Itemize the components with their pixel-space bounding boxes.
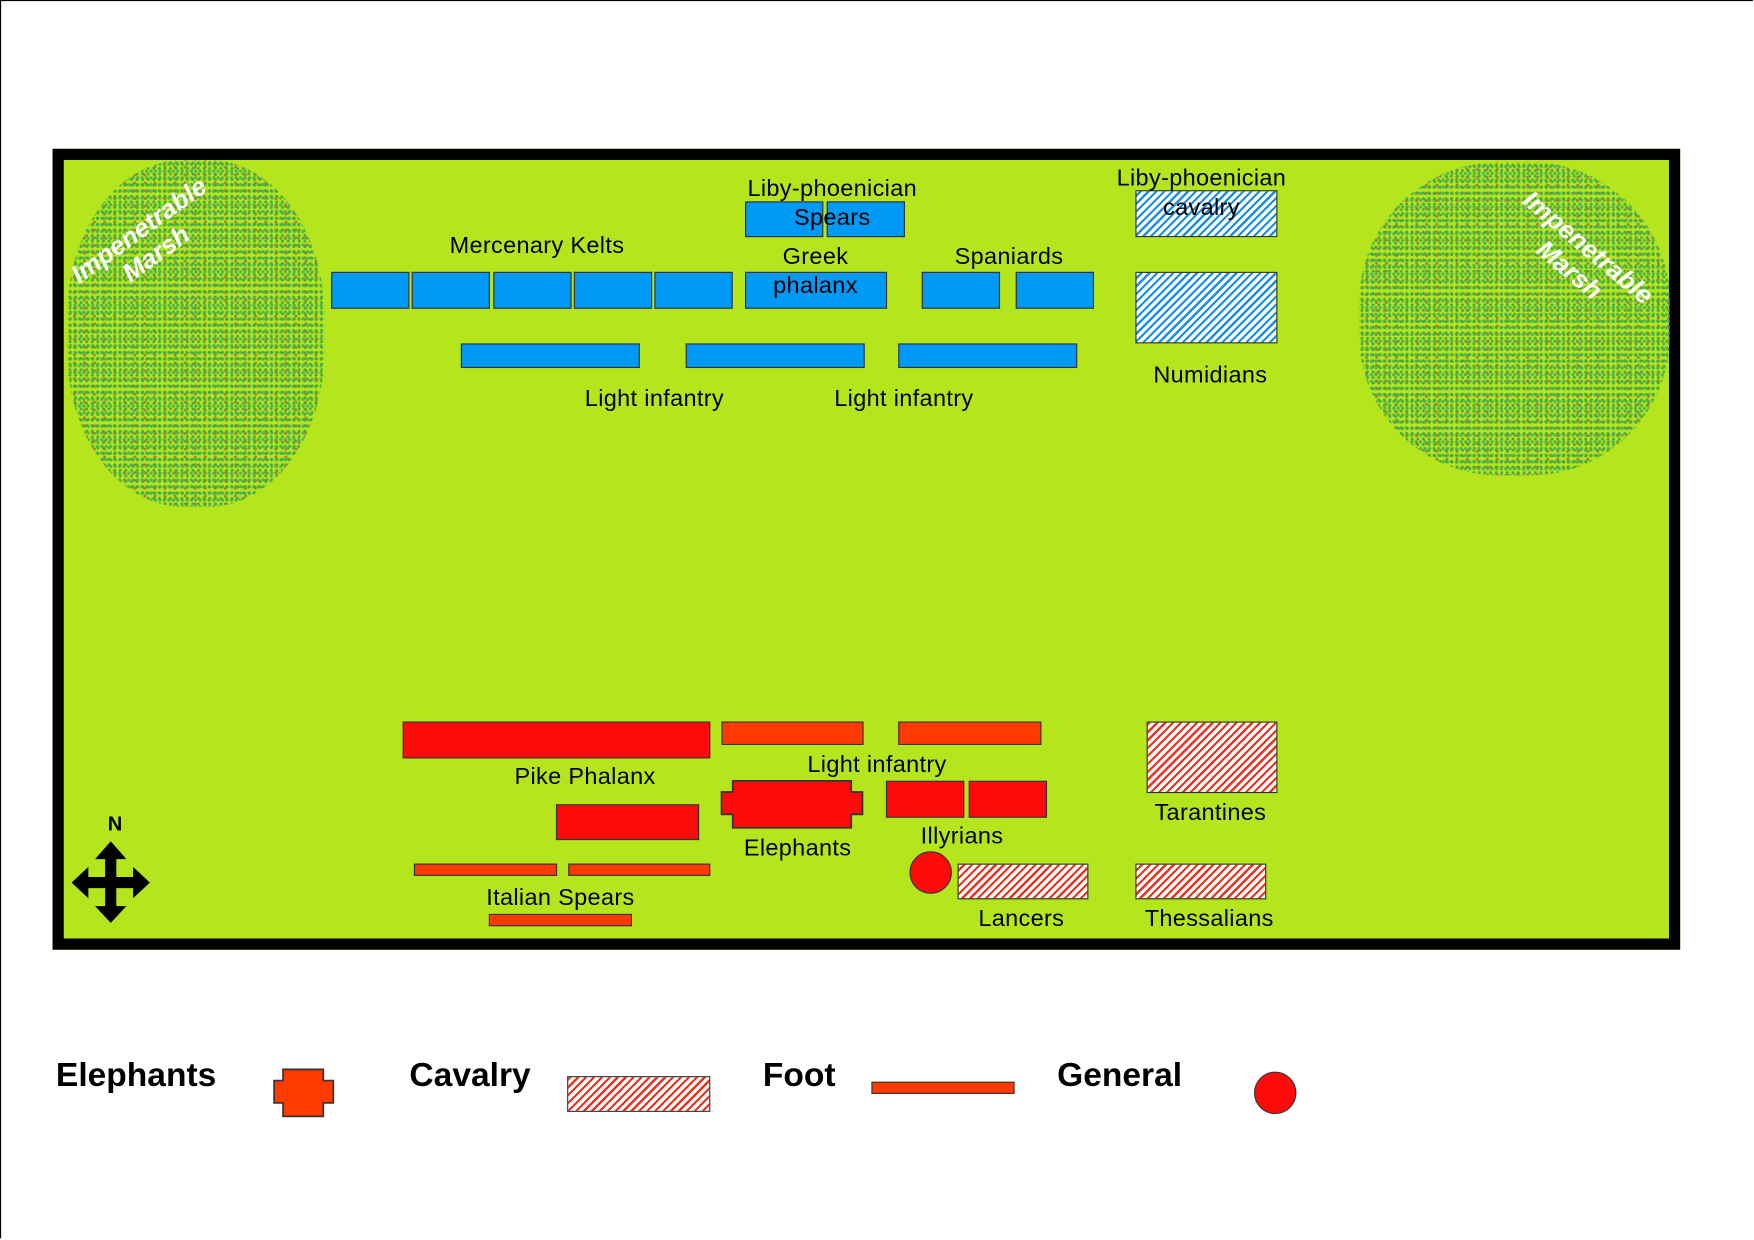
label-illyrians: Illyrians [920,823,1004,850]
label-pike-phalanx: Pike Phalanx [514,764,656,790]
legend-general-label: General [1057,1057,1183,1095]
label-spaniards: Spaniards [954,243,1064,270]
label-mercenary-kelts: Mercenary Kelts [449,232,625,259]
greek-phalanx-unit [745,271,888,309]
marsh-right [1359,162,1671,476]
kelts-unit [331,271,410,309]
liby-spears-unit [826,201,905,238]
pike-phalanx-unit [402,721,711,759]
label-light-infantry: Light infantry [807,751,947,778]
legend-cavalry-icon [567,1076,711,1112]
italian-spears-unit [488,913,633,927]
liby-cavalry-unit [1135,190,1278,238]
lancers-unit [957,863,1089,900]
label-lancers: Lancers [978,906,1065,932]
label-italian-spears: Italian Spears [486,884,635,911]
thessalians-unit [1135,863,1267,900]
light-infantry-unit [460,343,640,369]
light-infantry-unit [898,721,1042,746]
italian-spears-unit [568,863,711,876]
legend-elephants-icon [273,1068,335,1118]
label-spears: Spears [794,204,871,231]
legend-general-icon [1253,1071,1297,1115]
kelts-unit [654,271,733,309]
label-liby-spears: Liby-phoenician [747,175,918,202]
label-cavalry: cavalry [1163,194,1240,221]
label-light-infantry: Light infantry [834,385,974,412]
north-label: N [107,812,123,836]
light-infantry-unit [685,343,865,369]
label-phalanx: phalanx [773,272,858,299]
label-tarantines: Tarantines [1154,799,1267,826]
label-light-infantry: Light infantry [584,385,724,412]
legend-elephants-label: Elephants [55,1057,217,1095]
elephants-unit [720,779,864,829]
label-liby-cavalry: Liby-phoenician [1116,165,1287,192]
spaniards-unit [1015,271,1095,309]
tarantines-unit [1146,721,1278,794]
general-marker [909,851,952,894]
kelts-unit [573,271,653,309]
numidians-unit [1135,271,1278,344]
spaniards-unit [921,271,1001,309]
legend-foot-label: Foot [762,1057,836,1095]
light-infantry-unit [898,343,1078,369]
liby-spears-unit [745,201,824,238]
pike-phalanx-unit [555,804,700,841]
label-thessalians: Thessalians [1144,906,1274,932]
legend-cavalry-label: Cavalry [409,1057,531,1095]
illyrians-unit [968,780,1048,818]
italian-spears-unit [413,863,558,876]
light-infantry-unit [721,721,864,746]
label-greek: Greek [782,243,849,270]
label-numidians: Numidians [1153,362,1268,389]
marsh-left [67,159,325,507]
label-elephants: Elephants [743,835,852,862]
compass-arrows-icon [71,841,150,923]
illyrians-unit [885,780,965,818]
kelts-unit [411,271,490,309]
kelts-unit [493,271,572,309]
legend-foot-icon [871,1081,1015,1095]
